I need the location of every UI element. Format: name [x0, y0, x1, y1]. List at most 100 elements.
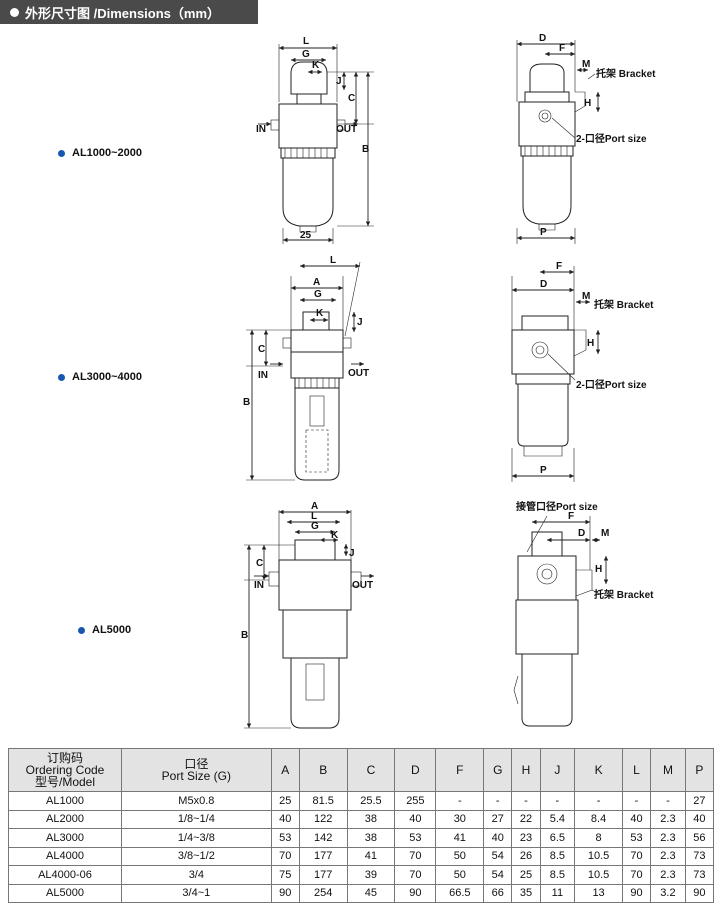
dimension-cell: 177 — [298, 865, 348, 885]
out-label: OUT — [348, 368, 369, 379]
header-port-size: 口径 Port Size (G) — [121, 748, 272, 792]
table-header-row: 订购码 Ordering Code 型号/Model 口径 Port Size … — [8, 748, 715, 792]
dimension-cell: 27 — [684, 791, 715, 811]
dimension-cell: 38 — [346, 828, 396, 848]
drawing-al5000-front: A L G K J C B IN OUT — [241, 501, 374, 729]
bullet-icon — [78, 626, 85, 634]
dimension-cell: 8.5 — [539, 865, 576, 885]
dim-label-f: F — [568, 511, 574, 522]
model-cell: AL4000 — [8, 846, 122, 866]
dimension-cell: 10.5 — [574, 846, 623, 866]
dim-label-j: J — [336, 76, 342, 87]
dimension-cell: 50 — [435, 846, 485, 866]
dim-label-d: D — [540, 279, 547, 290]
dimension-cell: 25.5 — [346, 791, 396, 811]
out-label: OUT — [352, 580, 373, 591]
dimension-cell: 6.5 — [539, 828, 576, 848]
dim-label-g: G — [314, 289, 322, 300]
dim-label-p: P — [540, 227, 547, 238]
dim-label-f: F — [559, 43, 565, 54]
drawing-al3000-front: A L G K J C B IN OUT — [243, 255, 369, 481]
dimension-cell: 26 — [511, 846, 541, 866]
dim-label-a: A — [313, 277, 320, 288]
dimension-cell: 73 — [684, 865, 715, 885]
dim-label-g: G — [311, 521, 319, 532]
dimension-cell: 10.5 — [574, 865, 623, 885]
dimension-cell: - — [539, 791, 576, 811]
header-l: L — [621, 748, 652, 792]
drawing-al1000-side: D F M H 托架 Bracket 2-口径Port size P — [516, 33, 656, 244]
dimension-cell: 90 — [621, 883, 652, 903]
dim-label-m: M — [582, 291, 590, 302]
dimension-cell: 70 — [621, 846, 652, 866]
dim-label-p: P — [540, 465, 547, 476]
header-p: P — [684, 748, 715, 792]
section-header: 外形尺寸图 /Dimensions（mm） — [0, 0, 258, 24]
dim-label-m: M — [582, 59, 590, 70]
model-cell: AL1000 — [8, 791, 122, 811]
dim-label-b: B — [241, 630, 248, 641]
port-size-cell: 3/8~1/2 — [121, 846, 272, 866]
dimension-cell: 75 — [270, 865, 300, 885]
dim-label-j: J — [357, 317, 363, 328]
dimension-cell: 40 — [483, 828, 513, 848]
dimension-drawings: L G K C J B IN OUT 25 D — [241, 33, 656, 729]
dimension-cell: 90 — [394, 883, 437, 903]
dimension-cell: - — [435, 791, 485, 811]
dimension-cell: 38 — [346, 809, 396, 829]
model-cell: AL2000 — [8, 809, 122, 829]
dimension-cell: 56 — [684, 828, 715, 848]
dimension-cell: - — [511, 791, 541, 811]
dimension-cell: 25 — [270, 791, 300, 811]
port-size-cell: 3/4~1 — [121, 883, 272, 903]
dim-label-c: C — [258, 344, 265, 355]
dimension-cell: 25 — [511, 865, 541, 885]
width-25-label: 25 — [300, 230, 312, 241]
dimension-cell: 35 — [511, 883, 541, 903]
dimension-cell: 40 — [684, 809, 715, 829]
dimension-cell: 70 — [270, 846, 300, 866]
header-d: D — [394, 748, 437, 792]
dim-label-d: D — [578, 528, 585, 539]
dimension-cell: 40 — [394, 809, 437, 829]
header-h: H — [511, 748, 541, 792]
dim-label-l: L — [330, 255, 336, 266]
dimension-cell: 3.2 — [650, 883, 686, 903]
dimension-cell: 41 — [346, 846, 396, 866]
dim-label-l: L — [311, 511, 317, 522]
dimension-cell: 13 — [574, 883, 623, 903]
dimension-cell: 122 — [298, 809, 348, 829]
dimension-cell: - — [574, 791, 623, 811]
model-cell: AL4000-06 — [8, 865, 122, 885]
bracket-callout: 托架 Bracket — [596, 67, 656, 80]
header-f: F — [435, 748, 485, 792]
header-b: B — [298, 748, 348, 792]
dimension-cell: 41 — [435, 828, 485, 848]
model-cell: AL3000 — [8, 828, 122, 848]
header-bullet-icon — [10, 7, 19, 17]
dimension-cell: - — [650, 791, 686, 811]
dim-label-h: H — [595, 564, 602, 575]
header-g: G — [483, 748, 513, 792]
drawing-al5000-side: 接管口径Port size F D M H 托架 Bracket — [513, 500, 654, 727]
dimension-cell: 73 — [684, 846, 715, 866]
dim-label-c: C — [256, 558, 263, 569]
dimension-cell: 66 — [483, 883, 513, 903]
dimension-cell: 2.3 — [650, 828, 686, 848]
dimension-cell: - — [621, 791, 652, 811]
dim-label-d: D — [539, 33, 546, 44]
dimension-cell: 70 — [621, 865, 652, 885]
dim-label-j: J — [349, 548, 355, 559]
model-label-al1000: AL1000~2000 — [58, 147, 142, 159]
dim-label-h: H — [587, 338, 594, 349]
dimension-cell: 70 — [394, 846, 437, 866]
header-a: A — [270, 748, 300, 792]
port-size-cell: 1/4~3/8 — [121, 828, 272, 848]
bracket-callout: 托架 Bracket — [594, 298, 654, 311]
drawing-al1000-front: L G K C J B IN OUT 25 — [256, 36, 374, 244]
dimension-cell: 8.4 — [574, 809, 623, 829]
